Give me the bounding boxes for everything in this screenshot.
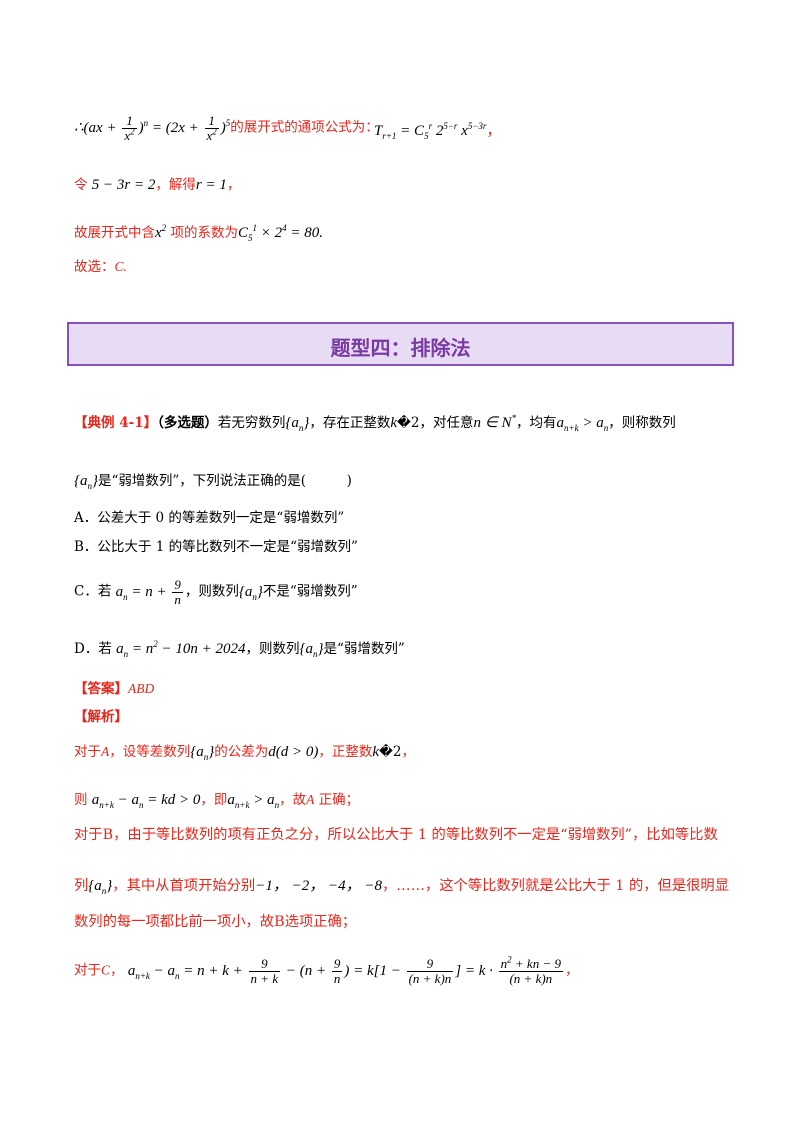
option-b: B．公比大于 1 的等比数列不一定是“弱增数列”: [74, 539, 358, 555]
coefficient-line: 故展开式中含x2 项的系数为C51 × 24 = 80.: [74, 223, 323, 243]
general-term-formula: Tr+1 = C5r 25−r x5−3r，: [374, 121, 502, 141]
analysis-a-line-1: 对于A，设等差数列{an}的公差为d(d > 0)，正整数k�2，: [74, 744, 415, 762]
analysis-label: 【解析】: [74, 709, 128, 725]
analysis-b-line-1: 对于B，由于等比数列的项有正负之分，所以公比大于 1 的等比数列不一定是“弱增数…: [74, 827, 718, 843]
option-a: A．公差大于 0 的等差数列一定是“弱增数列”: [74, 510, 345, 526]
section-title: 题型四：排除法: [330, 336, 471, 360]
analysis-b-line-2: 列{an}，其中从首项开始分别−1， −2， −4， −8，……，这个等比数列就…: [74, 878, 730, 896]
analysis-a-line-2: 则 an+k − an = kd > 0，即an+k > an，故A 正确；: [74, 792, 360, 810]
example-tag: 【典例 4-1】: [74, 415, 158, 431]
choice-line: 故选：C.: [74, 259, 127, 275]
question-type: （多选题）: [157, 415, 218, 431]
analysis-b-line-3: 数列的每一项都比前一项小，故B选项正确；: [74, 914, 357, 930]
general-term-text: 的展开式的通项公式为：: [230, 119, 379, 136]
solve-line: 令 5 − 3r = 2，解得r = 1，: [74, 177, 241, 193]
section-banner: 题型四：排除法: [67, 322, 734, 366]
option-d: D．若 an = n2 − 10n + 2024，则数列{an}是“弱增数列”: [74, 639, 405, 659]
problem-stem-line-2: {an}是“弱增数列”，下列说法正确的是( ): [74, 473, 352, 491]
problem-stem-line-1: 【典例 4-1】（多选题）若无穷数列{an}，存在正整数k�2，对任意n ∈ N…: [74, 413, 676, 433]
answer-line: 【答案】ABD: [74, 681, 155, 697]
